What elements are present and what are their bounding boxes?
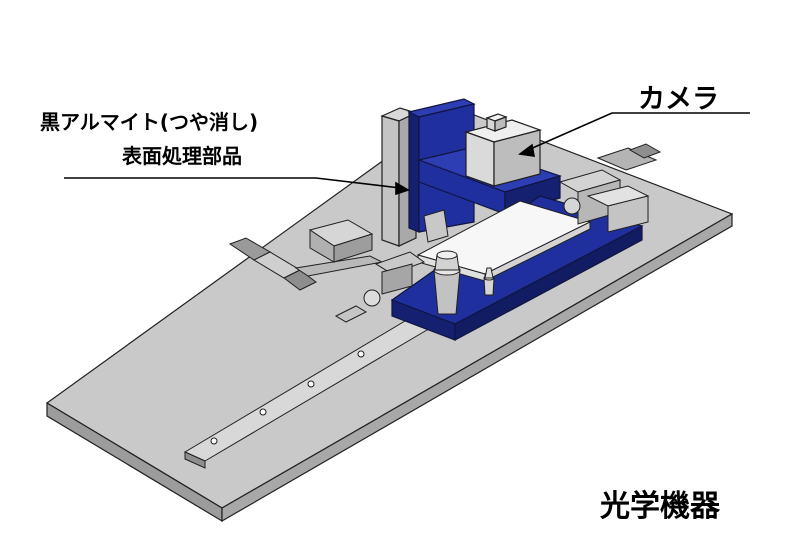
leader-line-surface (64, 177, 401, 189)
surface-treatment-label-line2: 表面処理部品 (122, 144, 242, 168)
rail-hole (357, 350, 365, 358)
leader-line-camera (527, 112, 750, 151)
tall-pin (433, 250, 461, 315)
diagram-title: 光学機器 (600, 489, 720, 524)
surface-treatment-label-line1: 黒アルマイト(つや消し) (40, 110, 259, 134)
small-pins (483, 267, 495, 296)
rail-hole (307, 380, 315, 388)
leader-lines (64, 112, 750, 196)
arrowhead-surface (395, 181, 410, 196)
arrowhead-camera (517, 143, 535, 157)
rail-hole (259, 408, 267, 416)
linear-rail (183, 317, 434, 469)
base-plate-right-edge (221, 212, 733, 523)
camera-box (463, 113, 543, 187)
blue-base-side (454, 225, 643, 342)
camera-label: カメラ (638, 84, 719, 115)
white-sample-plate (416, 200, 592, 282)
right-toggle-clamp (423, 143, 662, 243)
left-toggle-clamp (228, 219, 426, 323)
rail-hole (210, 437, 218, 445)
blue-vertical-plate-face (408, 111, 420, 233)
